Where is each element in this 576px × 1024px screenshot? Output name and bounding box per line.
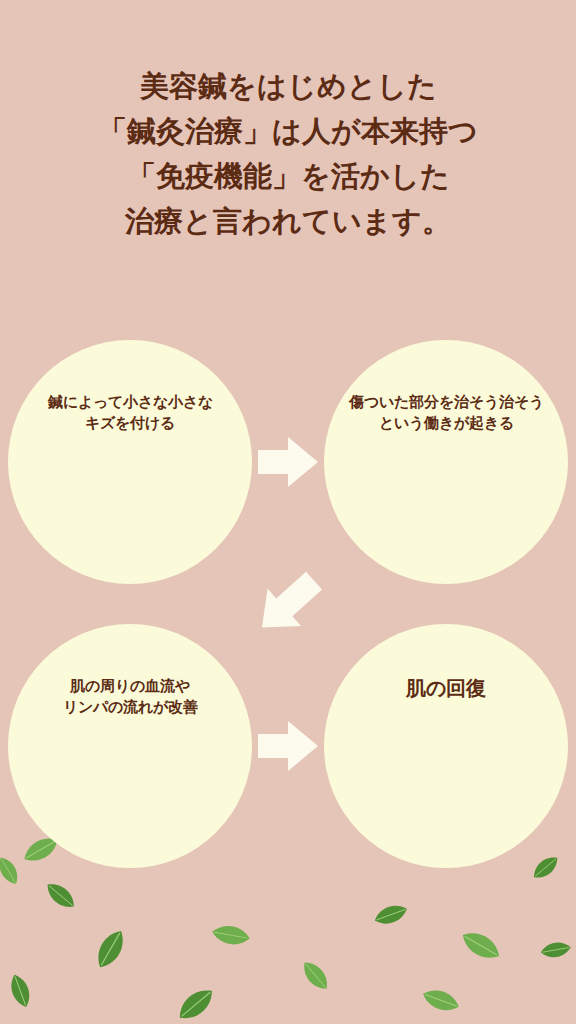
block-arrow [258,721,318,771]
circle-shape [8,624,252,868]
step-text: 肌の回復 [331,624,561,702]
step-text: 鍼によって小さな小さな キズを付ける [15,340,245,434]
block-arrow [262,572,322,628]
step-circle: 鍼によって小さな小さな キズを付ける [8,340,252,584]
circle-shape [324,624,568,868]
circle-shape [8,340,252,584]
title: 美容鍼をはじめとした 「鍼灸治療」は人が本来持つ 「免疫機能」を活かした 治療と… [78,64,498,244]
step-text: 傷ついた部分を治そう治そう という働きが起きる [331,340,561,434]
step-circle: 傷ついた部分を治そう治そう という働きが起きる [324,340,568,584]
step-circle: 肌の回復 [324,624,568,868]
step-circle: 肌の周りの血流や リンパの流れが改善 [8,624,252,868]
step-text: 肌の周りの血流や リンパの流れが改善 [15,624,245,718]
circle-shape [324,340,568,584]
block-arrow [258,437,318,487]
